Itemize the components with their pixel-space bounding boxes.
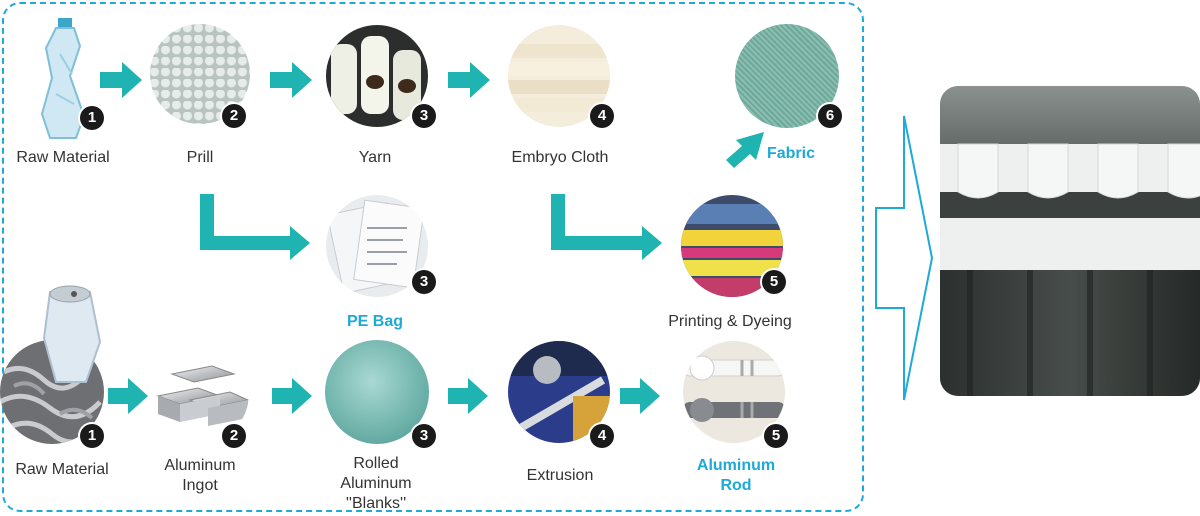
badge-3: 3 [412,270,436,294]
big-chevron-outline [875,115,934,401]
elbow-cloth-to-printing [551,194,662,260]
arrow-can-to-ingot [108,378,148,414]
label-aluminum-ingot: Aluminum Ingot [164,457,236,494]
label-aluminum-rod: Aluminum Rod [696,457,776,494]
arrow-to-fabric [726,132,764,168]
badge-3: 3 [412,424,436,448]
process-frame [2,2,864,512]
extrusion-image [508,341,610,443]
label-prill: Prill [186,149,214,166]
label-embryo-cloth: Embryo Cloth [511,149,609,166]
elbow-prill-to-pebag [200,194,310,260]
curtain-photo [940,86,1200,396]
arrow-extrusion-to-rod [620,378,660,414]
badge-1: 1 [80,424,104,448]
badge-2: 2 [222,424,246,448]
curtain-image [940,86,1200,396]
label-yarn: Yarn [358,149,392,166]
label-rolled-aluminum: Rolled Aluminum ''Blanks'' [340,455,412,512]
badge-1: 1 [80,106,104,130]
label-extrusion: Extrusion [526,467,594,484]
arrow-rolled-to-extrusion [448,378,488,414]
badge-4: 4 [590,104,614,128]
badge-6: 6 [818,104,842,128]
aluminum-ingot-image [151,345,249,443]
label-pe-bag: PE Bag [346,313,403,330]
badge-5: 5 [764,424,788,448]
badge-2: 2 [222,104,246,128]
arrow-prill-to-yarn [270,62,312,98]
arrow-ingot-to-rolled [272,378,312,414]
arrow-yarn-to-cloth [448,62,490,98]
label-printing-dyeing: Printing & Dyeing [668,313,792,330]
embryo-cloth-image [508,25,610,127]
pe-bag-image [326,195,428,297]
aluminum-can-icon [0,285,104,444]
yarn-image [326,25,428,127]
label-raw-material: Raw Material [15,461,109,478]
badge-4: 4 [590,424,614,448]
plastic-bottle-icon [40,18,86,139]
arrow-raw-to-prill [100,62,142,98]
label-raw-material: Raw Material [16,149,110,166]
badge-5: 5 [762,270,786,294]
badge-3: 3 [412,104,436,128]
rolled-aluminum-image [325,340,429,444]
label-fabric: Fabric [766,145,815,162]
